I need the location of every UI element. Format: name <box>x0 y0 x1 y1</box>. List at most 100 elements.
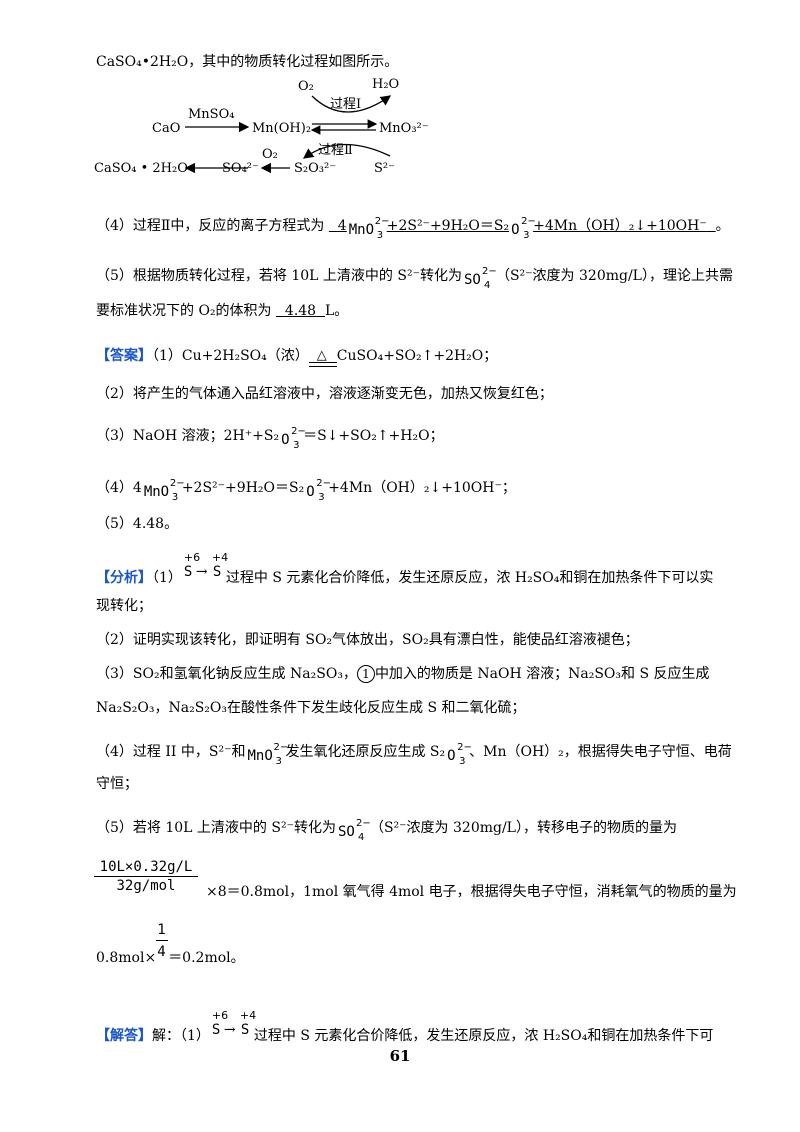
diagram-o2-top: O₂ <box>298 79 314 94</box>
answer-line-5: （5）4.48。 <box>96 516 179 532</box>
analysis-5e: ＝0.2mol。 <box>168 950 245 966</box>
quarter-bar <box>156 940 169 941</box>
analysis-1a: （1） <box>152 570 182 586</box>
ox2-plus6: +6 <box>211 1009 229 1022</box>
q4-mid: +2S²⁻+9H₂O＝S₂ <box>386 218 510 234</box>
q5-text-d: L。 <box>324 303 349 319</box>
q5-answer: 4.48 <box>276 303 325 319</box>
diagram-mnoh2: Mn(OH)₂ <box>252 121 311 136</box>
ox-plus4: +4 <box>211 551 229 564</box>
answer-line-2: （2）将产生的气体通入品红溶液中，溶液逐渐变无色，加热又恢复红色； <box>96 386 553 402</box>
analysis-3b: 中加入的物质是 NaOH 溶液；Na₂SO₃和 S 反应生成 <box>374 666 710 682</box>
quarter-numerator: 1 <box>157 922 166 938</box>
eq-line-1 <box>308 362 337 363</box>
process2-arrow <box>302 143 391 159</box>
s2-after: S <box>240 1022 250 1038</box>
q4-end: +4Mn（OH）₂↓+10OH⁻ <box>533 218 707 234</box>
q4-suffix: 。 <box>715 218 730 234</box>
q4-coef: 4 <box>337 218 347 234</box>
analysis-line-3c: Na₂S₂O₃，Na₂S₂O₃在酸性条件下发生歧化反应生成 S 和二氧化硫； <box>96 700 526 716</box>
diagram-process1: 过程Ⅰ <box>330 97 361 112</box>
q5-text-a: （5）根据物质转化过程，若将 10L 上清液中的 S²⁻转化为 <box>96 268 462 284</box>
solution-1a: 解：（1） <box>152 1028 210 1044</box>
q4-prefix: （4）过程Ⅱ中，反应的离子方程式为 <box>96 218 325 234</box>
ox-plus6: +6 <box>183 551 201 564</box>
diagram-cao: CaO <box>152 121 180 136</box>
heat-symbol: △ <box>316 348 327 363</box>
diagram-h2o: H₂O <box>372 77 399 92</box>
eq-line-2 <box>308 366 337 367</box>
ox2-plus4: +4 <box>239 1009 257 1022</box>
diagram-s2minus: S²⁻ <box>374 161 395 176</box>
analysis-3a: （3）SO₂和氢氧化钠反应生成 Na₂SO₃， <box>96 666 357 682</box>
answer-tag: 【答案】 <box>96 348 152 364</box>
process1-arrow <box>311 95 392 113</box>
analysis-line-5c: ×8＝0.8mol，1mol 氧气得 4mol 电子，根据得失电子守恒，消耗氧气… <box>206 884 737 900</box>
answer-4c: +4Mn（OH）₂↓+10OH⁻； <box>328 480 516 496</box>
analysis-4b: 发生氧化还原反应生成 S₂ <box>285 744 446 760</box>
analysis-5d: 0.8mol× <box>96 950 157 966</box>
fraction-bar <box>94 876 198 877</box>
diagram-so4-visible: SO₄²⁻ <box>222 161 259 176</box>
analysis-line-4d: 守恒； <box>96 776 138 792</box>
q5-answer-value: 4.48 <box>284 303 317 319</box>
page-number: 61 <box>389 1047 411 1065</box>
analysis-5b: （S²⁻浓度为 320mg/L），转移电子的物质的量为 <box>369 820 677 836</box>
conversion-diagram: O₂ H₂O 过程Ⅰ MnSO₄ CaO Mn(OH)₂ MnO₃²⁻ 过程Ⅱ … <box>94 77 429 176</box>
q5-text-b: （S²⁻浓度为 320mg/L），理论上共需 <box>495 268 733 284</box>
analysis-4c: 、Mn（OH）₂，根据得失电子守恒、电荷 <box>469 744 732 760</box>
quarter-denominator: 4 <box>157 944 166 960</box>
s2-before: S <box>211 1022 221 1038</box>
solution-tag: 【解答】 <box>96 1028 152 1044</box>
answer-1a: （1）Cu+2H₂SO₄（浓） <box>152 348 309 364</box>
s-after: S <box>212 564 222 580</box>
fraction-denominator: 32g/mol <box>116 878 176 894</box>
diagram-mno3: MnO₃²⁻ <box>379 121 429 136</box>
arrow2-glyph: → <box>223 1022 236 1038</box>
analysis-4a: （4）过程 II 中，S²⁻和 <box>96 744 246 760</box>
diagram-caso4: CaSO₄ • 2H₂O <box>94 161 188 176</box>
diagram-mnso4: MnSO₄ <box>188 107 234 122</box>
answer-4b: +2S²⁻+9H₂O＝S₂ <box>181 480 305 496</box>
analysis-tag: 【分析】 <box>96 570 152 586</box>
diagram-o2-bottom: O₂ <box>262 147 278 162</box>
answer-1b: CuSO₄+SO₂↑+2H₂O； <box>336 348 498 364</box>
solution-1b: 过程中 S 元素化合价降低，发生还原反应，浓 H₂SO₄和铜在加热条件下可 <box>253 1028 714 1044</box>
q5-text-c: 要标准状况下的 O₂的体积为 <box>96 303 272 319</box>
analysis-1b: 过程中 S 元素化合价降低，发生还原反应，浓 H₂SO₄和铜在加热条件下可以实 <box>225 570 714 586</box>
analysis-5a: （5）若将 10L 上清液中的 S²⁻转化为 <box>96 820 336 836</box>
answer-4a: （4）4 <box>96 480 142 496</box>
intro-line: CaSO₄•2H₂O，其中的物质转化过程如图所示。 <box>96 54 399 70</box>
question-5-line2: 要标准状况下的 O₂的体积为 4.48 L。 <box>96 301 348 321</box>
answer-line-1: 【答案】（1）Cu+2H₂SO₄（浓） △ CuSO₄+SO₂↑+2H₂O； <box>96 346 498 367</box>
fraction-numerator: 10L×0.32g/L <box>99 859 193 875</box>
analysis-line-1c: 现转化； <box>96 598 152 614</box>
diagram-process2: 过程Ⅱ <box>318 143 353 158</box>
circled-one: 1 <box>356 665 375 683</box>
answer-3b: ＝S↓+SO₂↑+H₂O； <box>303 428 444 444</box>
s-before: S <box>183 564 193 580</box>
fraction-mass: 10L×0.32g/L 32g/mol <box>94 858 198 895</box>
analysis-line-2: （2）证明实现该转化，即证明有 SO₂气体放出，SO₂具有漂白性，能使品红溶液褪… <box>96 632 639 648</box>
